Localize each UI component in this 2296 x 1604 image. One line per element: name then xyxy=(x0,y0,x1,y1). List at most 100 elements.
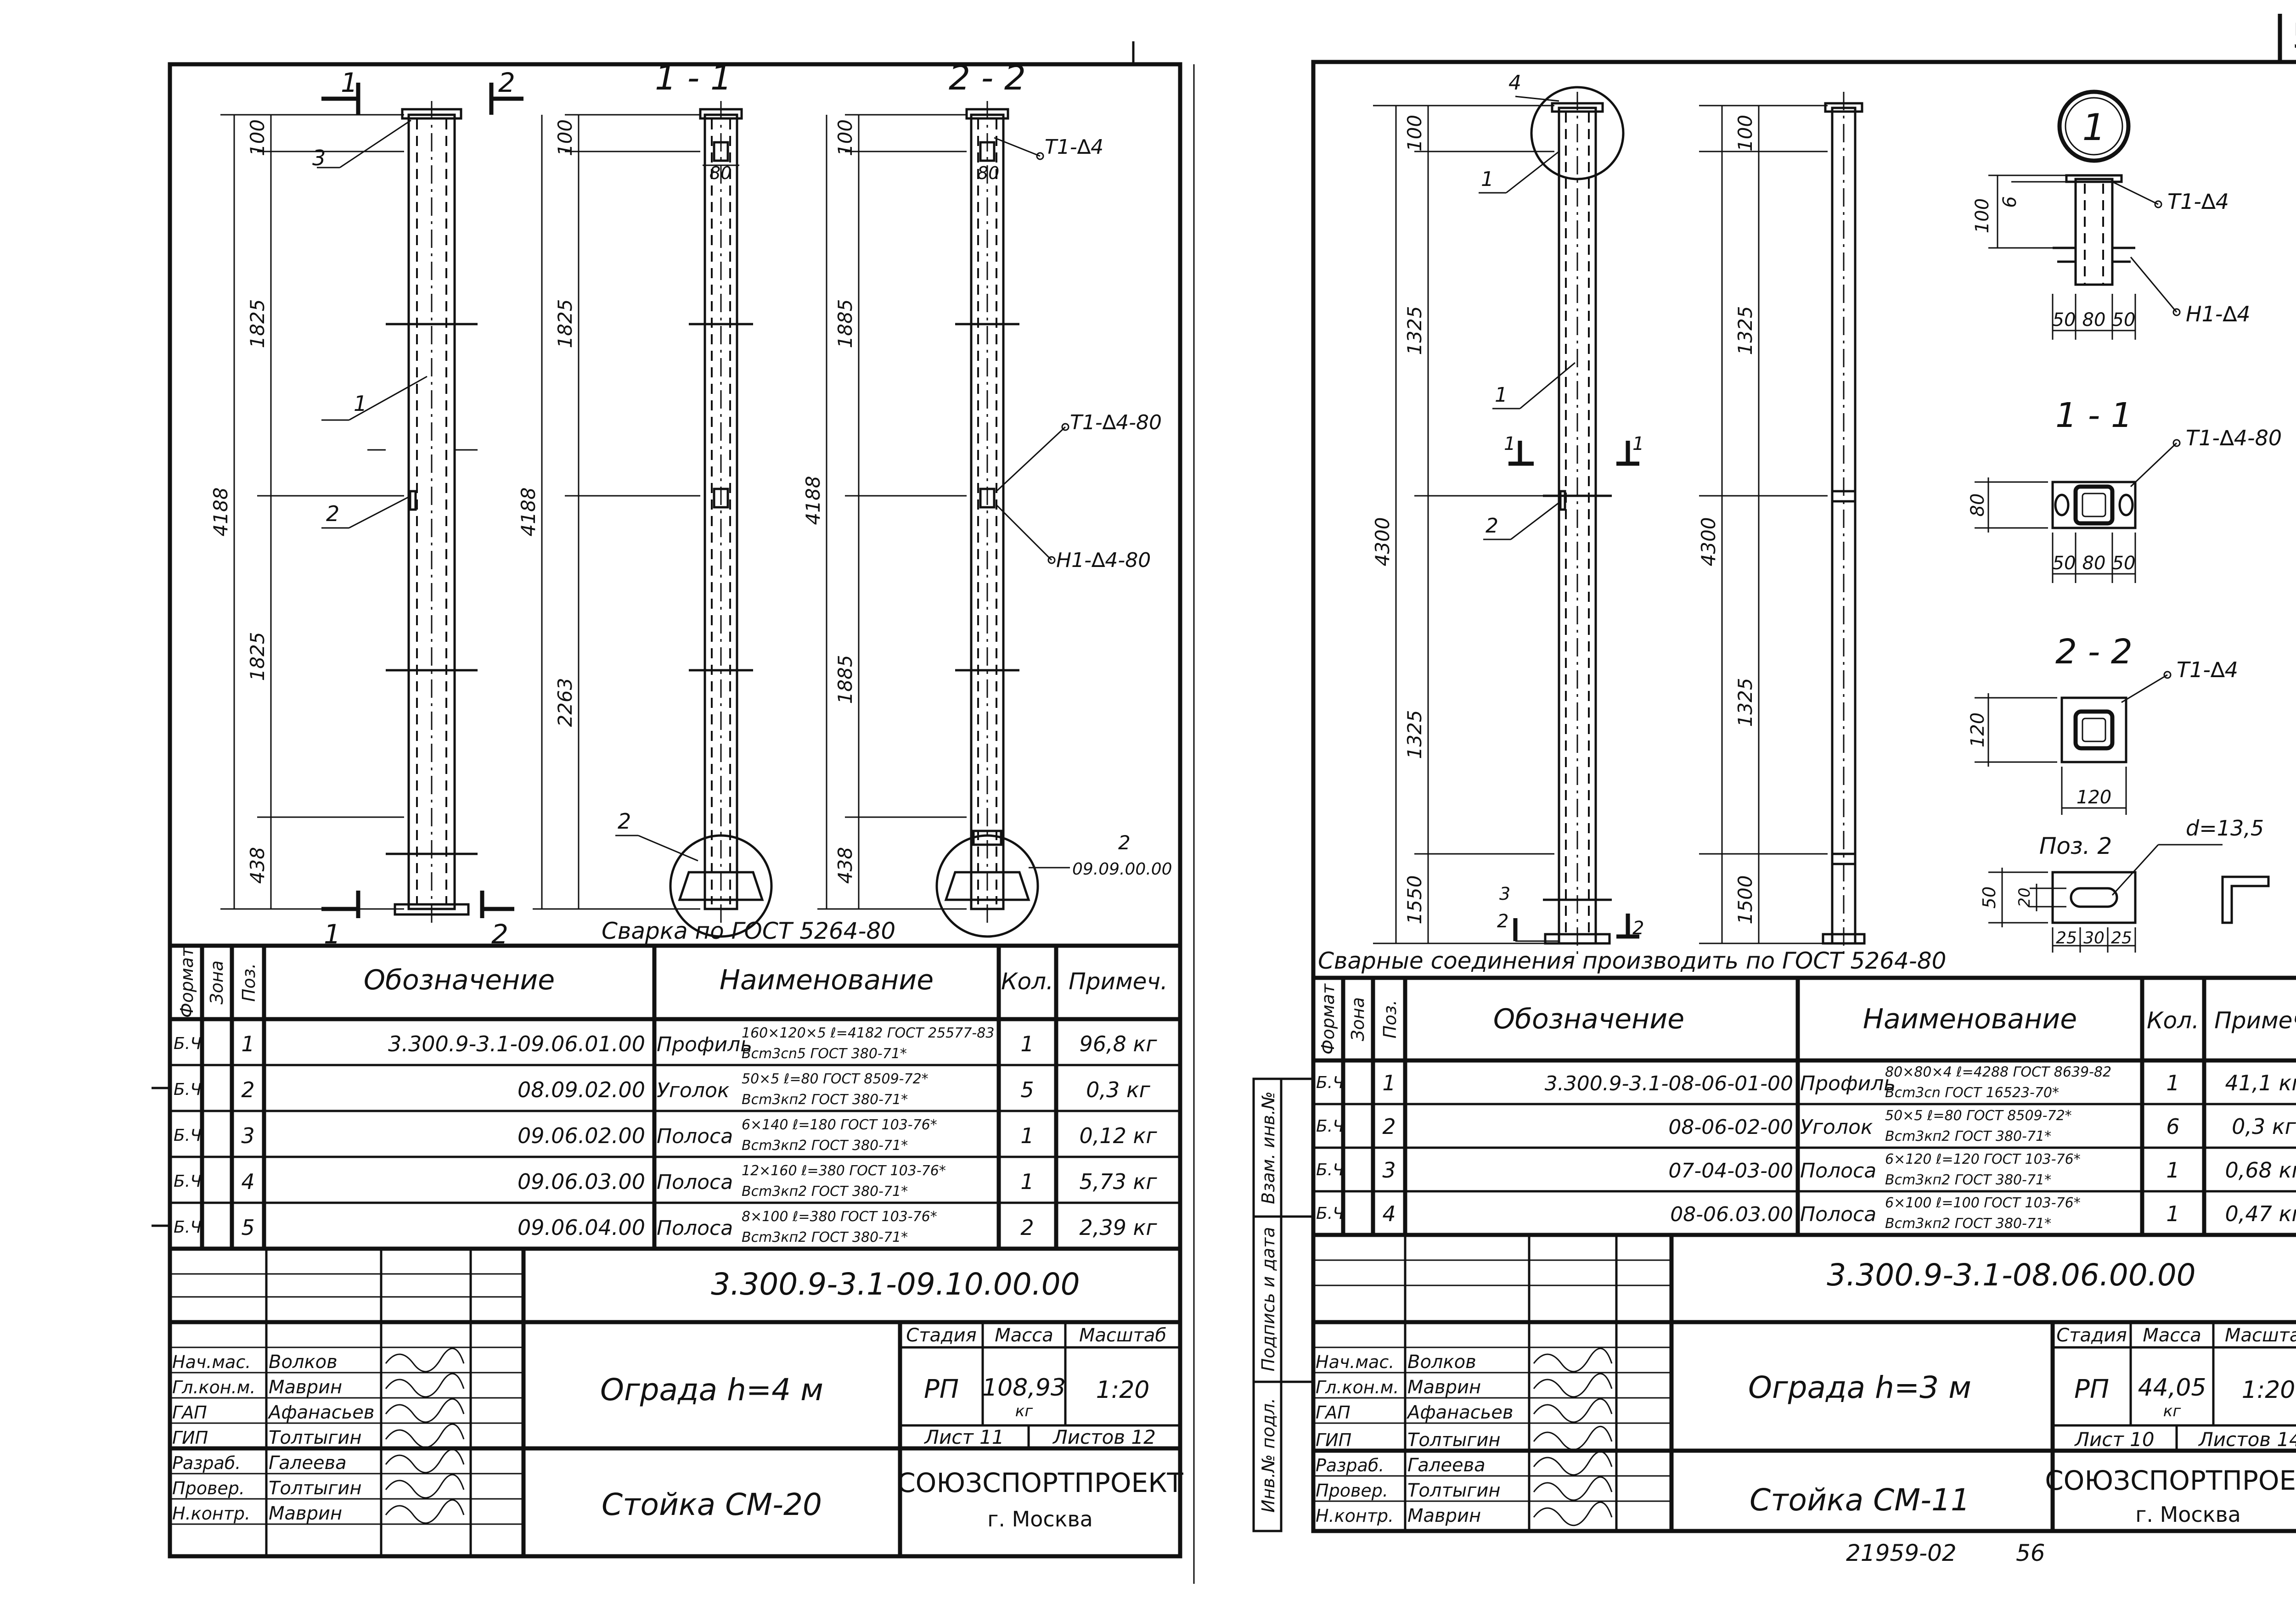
svg-text:1325: 1325 xyxy=(1403,306,1426,355)
svg-text:3: 3 xyxy=(1499,884,1510,904)
svg-text:Полоса: Полоса xyxy=(657,1125,733,1148)
svg-text:50×5 ℓ=80 ГОСТ 8509-72*: 50×5 ℓ=80 ГОСТ 8509-72* xyxy=(1885,1108,2072,1124)
hdr-zone: Зона xyxy=(207,960,227,1004)
svg-text:6: 6 xyxy=(1999,196,2020,208)
svg-text:6×140 ℓ=180 ГОСТ 103-76*: 6×140 ℓ=180 ГОСТ 103-76* xyxy=(742,1117,937,1133)
left-org: СОЮЗСПОРТПРОЕКТ xyxy=(897,1467,1183,1498)
right-title: Ограда h=3 м xyxy=(1748,1370,1971,1405)
svg-text:5: 5 xyxy=(241,1215,254,1240)
svg-text:0,68 кг: 0,68 кг xyxy=(2225,1158,2296,1183)
right-pos-2: Поз. 2 d=13,5 50 20 25 30 25 xyxy=(1979,816,2270,953)
left-doc-code: 3.300.9-3.1-09.10.00.00 xyxy=(711,1267,1080,1302)
table-row: Б.Ч 4 09.06.03.00 Полоса 12×160 ℓ=380 ГО… xyxy=(174,1163,1157,1200)
svg-text:Bcm3cn ГОСТ 16523-70*: Bcm3cn ГОСТ 16523-70* xyxy=(1885,1085,2059,1101)
left-signatures xyxy=(385,1348,465,1524)
svg-text:Профиль: Профиль xyxy=(1800,1072,1896,1095)
svg-text:Б.Ч: Б.Ч xyxy=(174,1218,202,1237)
svg-text:1 - 1: 1 - 1 xyxy=(2055,396,2133,435)
svg-text:Поз.: Поз. xyxy=(1380,1000,1400,1038)
callout-1: 1 xyxy=(354,391,367,416)
svg-text:кг: кг xyxy=(1015,1402,1034,1420)
svg-text:Разраб.: Разраб. xyxy=(172,1453,241,1473)
svg-text:Масса: Масса xyxy=(995,1325,1053,1346)
svg-text:Bcm3кп2 ГОСТ 380-71*: Bcm3кп2 ГОСТ 380-71* xyxy=(742,1183,908,1200)
left-section-2-2: 2 - 2 80 100 1885 4188 1885 43 xyxy=(802,58,1172,938)
svg-text:2: 2 xyxy=(1486,514,1498,538)
svg-text:80×80×4 ℓ=4288 ГОСТ 8639-82: 80×80×4 ℓ=4288 ГОСТ 8639-82 xyxy=(1885,1064,2111,1080)
svg-text:Формат: Формат xyxy=(1318,983,1338,1054)
svg-text:50: 50 xyxy=(2112,309,2136,331)
svg-text:Масштаб: Масштаб xyxy=(2225,1325,2296,1346)
hdr-format: Формат xyxy=(177,946,197,1018)
dim-sec22-438: 438 xyxy=(834,847,856,884)
svg-text:Листов 14: Листов 14 xyxy=(2198,1428,2296,1451)
table-row: Б.Ч 4 08-06.03.00 Полоса 6×100 ℓ=100 ГОС… xyxy=(1316,1195,2296,1232)
left-frame xyxy=(168,62,1182,1559)
left-spec-table: Формат Зона Поз. Обозначение Наименовани… xyxy=(152,943,1180,1251)
svg-text:ГИП: ГИП xyxy=(172,1428,208,1448)
dim-sec22-1885a: 1885 xyxy=(834,299,856,348)
table-row: Б.Ч 1 3.300.9-3.1-09.06.01.00 Профиль 16… xyxy=(174,1025,1157,1062)
table-row: Б.Ч 3 09.06.02.00 Полоса 6×140 ℓ=180 ГОС… xyxy=(174,1117,1157,1154)
dim-sec22-100: 100 xyxy=(834,119,856,156)
dim-sec11-100: 100 xyxy=(554,119,576,156)
svg-text:41,1 кг: 41,1 кг xyxy=(2225,1071,2296,1095)
right-spec-table: Формат Зона Поз. Обозначение Наименовани… xyxy=(1313,976,2296,1237)
svg-text:6×120 ℓ=120 ГОСТ 103-76*: 6×120 ℓ=120 ГОСТ 103-76* xyxy=(1885,1151,2081,1167)
svg-text:50: 50 xyxy=(2112,553,2136,574)
svg-text:80: 80 xyxy=(2082,553,2106,574)
svg-text:Обозначение: Обозначение xyxy=(1493,1003,1684,1035)
weld-label-h1-4-80: Н1-∆4-80 xyxy=(1056,549,1151,572)
svg-text:3: 3 xyxy=(1382,1158,1396,1183)
svg-text:4: 4 xyxy=(241,1169,254,1194)
table-row: Б.Ч 5 09.06.04.00 Полоса 8×100 ℓ=380 ГОС… xyxy=(174,1209,1157,1245)
svg-text:Масштаб: Масштаб xyxy=(1079,1325,1166,1346)
side-stamp: Инв.№ подл. Подпись и дата Взам. инв.№ xyxy=(1252,1077,1313,1532)
svg-text:Маврин: Маврин xyxy=(1407,1505,1481,1526)
svg-text:08.09.02.00: 08.09.02.00 xyxy=(518,1077,645,1102)
svg-text:09.06.02.00: 09.06.02.00 xyxy=(518,1123,645,1148)
right-main-view: 100 1325 1325 1550 4300 4 1 1 2 1 1 xyxy=(1371,71,1644,955)
svg-text:8×100 ℓ=380 ГОСТ 103-76*: 8×100 ℓ=380 ГОСТ 103-76* xyxy=(742,1209,937,1225)
dim-left-100: 100 xyxy=(246,119,269,156)
svg-text:1550: 1550 xyxy=(1403,875,1426,925)
svg-text:1: 1 xyxy=(1020,1169,1034,1194)
svg-text:Зона: Зона xyxy=(1348,997,1368,1041)
weld-label-t1-4: Т1-∆4 xyxy=(1045,135,1103,159)
svg-text:Стадия: Стадия xyxy=(2056,1325,2127,1346)
svg-text:3.300.9-3.1-08-06-01-00: 3.300.9-3.1-08-06-01-00 xyxy=(1545,1072,1793,1095)
svg-text:2,39 кг: 2,39 кг xyxy=(1080,1215,1158,1240)
svg-text:Афанасьев: Афанасьев xyxy=(1406,1402,1514,1423)
svg-text:ГАП: ГАП xyxy=(172,1402,207,1423)
svg-text:1: 1 xyxy=(1382,1071,1396,1095)
bottom-sheet: 56 xyxy=(2016,1540,2045,1566)
hdr-pos: Поз. xyxy=(239,963,259,1002)
svg-text:Лист 10: Лист 10 xyxy=(2074,1428,2154,1451)
left-sheet: 1 2 1 2 100 1825 1825 438 4188 xyxy=(152,41,1183,1559)
left-title: Ограда h=4 м xyxy=(600,1372,823,1408)
svg-text:Н.контр.: Н.контр. xyxy=(172,1503,250,1524)
svg-text:Толтыгин: Толтыгин xyxy=(269,1478,362,1499)
svg-text:Bcm3кп2 ГОСТ 380-71*: Bcm3кп2 ГОСТ 380-71* xyxy=(742,1229,908,1245)
svg-text:Примеч.: Примеч. xyxy=(2214,1007,2296,1034)
dim-sec11-1825: 1825 xyxy=(554,299,576,348)
svg-text:Б.Ч: Б.Ч xyxy=(174,1126,202,1145)
svg-text:Толтыгин: Толтыгин xyxy=(1407,1480,1501,1501)
hdr-name: Наименование xyxy=(720,964,934,996)
svg-text:3.300.9-3.1-09.06.01.00: 3.300.9-3.1-09.06.01.00 xyxy=(388,1032,645,1056)
svg-text:Полоса: Полоса xyxy=(1800,1159,1876,1183)
bottom-code: 21959-02 xyxy=(1846,1540,1957,1566)
svg-text:1: 1 xyxy=(1632,433,1644,454)
dim-left-1825a: 1825 xyxy=(246,299,269,348)
svg-text:2: 2 xyxy=(1020,1215,1034,1240)
svg-text:Афанасьев: Афанасьев xyxy=(267,1402,375,1423)
svg-text:ГАП: ГАП xyxy=(1316,1402,1351,1423)
svg-text:1: 1 xyxy=(2166,1158,2179,1183)
svg-text:Bcm3кп2 ГОСТ 380-71*: Bcm3кп2 ГОСТ 380-71* xyxy=(1885,1172,2051,1188)
left-stage: РП xyxy=(924,1374,959,1404)
svg-text:Б.Ч: Б.Ч xyxy=(1316,1204,1344,1223)
svg-text:1500: 1500 xyxy=(1734,875,1756,925)
svg-text:1:20: 1:20 xyxy=(2242,1376,2296,1404)
svg-text:Т1-∆4: Т1-∆4 xyxy=(2167,189,2229,214)
